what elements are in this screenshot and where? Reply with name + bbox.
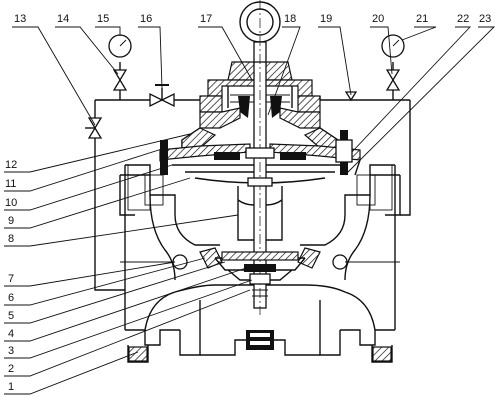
label-21: 21 (416, 13, 428, 25)
label-22: 22 (457, 13, 469, 25)
label-9: 9 (8, 215, 14, 227)
label-20: 20 (372, 13, 384, 25)
label-17: 17 (200, 13, 212, 25)
label-12: 12 (5, 159, 17, 171)
label-5: 5 (8, 310, 14, 322)
label-18: 18 (284, 13, 296, 25)
leader-lines (4, 26, 496, 395)
label-3: 3 (8, 345, 14, 357)
label-8: 8 (8, 233, 14, 245)
label-15: 15 (97, 13, 109, 25)
valve-stem (214, 0, 306, 315)
pilot-pipeline (85, 34, 411, 291)
label-2: 2 (8, 363, 14, 375)
label-19: 19 (320, 13, 332, 25)
callout-labels: 13 14 15 16 17 18 19 20 21 22 23 12 11 1… (5, 13, 491, 393)
label-13: 13 (14, 13, 26, 25)
label-1: 1 (8, 381, 14, 393)
label-23: 23 (479, 13, 491, 25)
label-4: 4 (8, 328, 14, 340)
label-6: 6 (8, 292, 14, 304)
label-14: 14 (57, 13, 69, 25)
label-11: 11 (5, 178, 16, 190)
label-16: 16 (140, 13, 152, 25)
valve-body (119, 164, 401, 363)
label-7: 7 (8, 273, 14, 285)
label-10: 10 (5, 197, 17, 209)
